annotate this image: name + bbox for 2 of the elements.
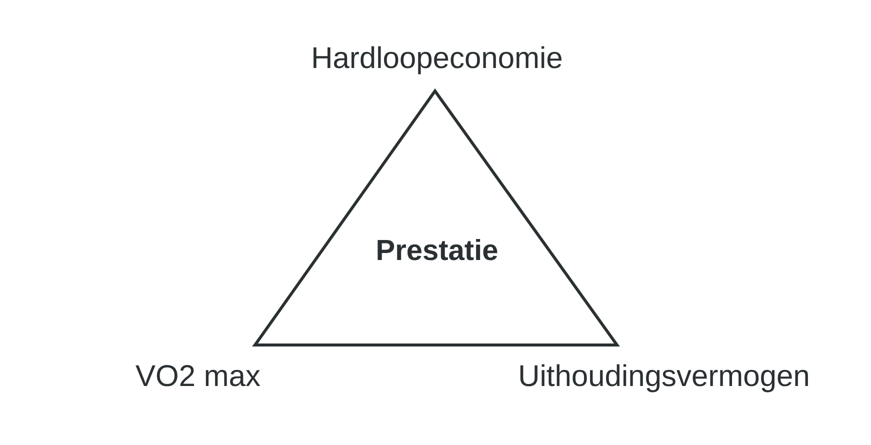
corner-label: VO2 max xyxy=(136,365,260,386)
corner-label: Uithoudingsvermogen xyxy=(520,364,808,392)
